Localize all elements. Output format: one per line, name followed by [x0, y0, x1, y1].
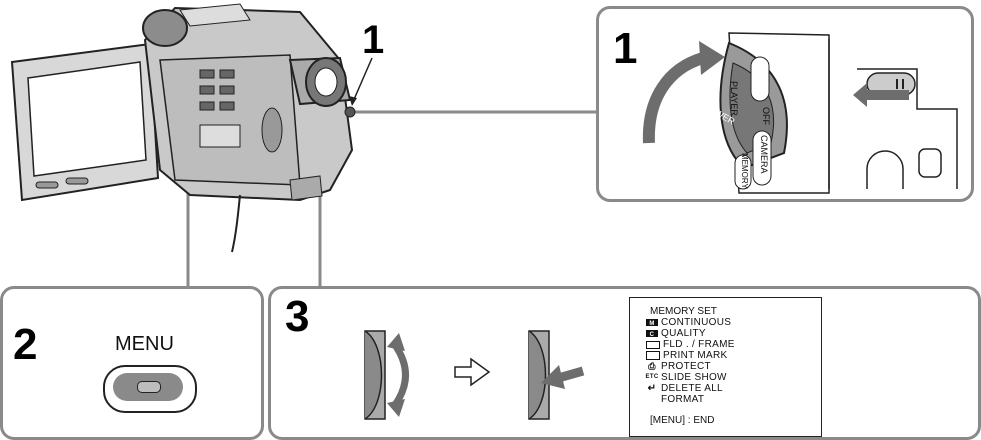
step-1-camera-label: 1	[362, 18, 385, 62]
power-switch-illustration	[642, 32, 830, 194]
menu-item[interactable]: ETC SLIDE SHOW	[645, 372, 727, 383]
menu-button-key	[137, 381, 161, 393]
control-dial-press-illustration	[528, 330, 585, 420]
menu-button-label: MENU	[115, 333, 174, 355]
off-label: OFF	[761, 107, 771, 125]
menu-item[interactable]: FORMAT	[661, 394, 705, 405]
next-arrow-icon	[454, 357, 491, 387]
step-3-number: 3	[285, 292, 310, 341]
step-2-number: 2	[13, 320, 38, 369]
memory-label: MEMORY	[740, 153, 749, 189]
etc-icon: ETC	[645, 374, 659, 380]
return-icon: ↵	[647, 383, 657, 394]
menu-item[interactable]: C QUALITY	[646, 328, 821, 339]
step-2-panel: 2 MENU	[0, 286, 264, 440]
step-1-panel: 1 PLAYER OFF POWER CAMERA MEMORY	[596, 6, 974, 202]
menu-title: MEMORY SET	[650, 306, 717, 317]
memory-set-menu-screen: MEMORY SET M CONTINUOUS C QUALITY FLD . …	[629, 297, 822, 437]
print-mark-icon	[646, 351, 660, 360]
menu-item[interactable]: ↵ DELETE ALL	[647, 383, 723, 394]
camcorder-illustration	[10, 3, 373, 253]
quality-icon: C	[646, 330, 658, 338]
protect-icon: ⎙	[648, 361, 656, 371]
memory-set-icon: M	[646, 319, 658, 327]
menu-item[interactable]: ⎙ PROTECT	[646, 361, 821, 372]
player-label: PLAYER	[729, 81, 739, 116]
menu-item[interactable]: M CONTINUOUS	[646, 317, 821, 328]
lock-slider-illustration	[828, 39, 958, 189]
menu-item[interactable]: FLD . / FRAME	[646, 339, 821, 350]
menu-footer: [MENU] : END	[650, 415, 715, 426]
camera-label: CAMERA	[759, 135, 769, 174]
frame-icon	[646, 340, 660, 349]
control-dial-rotate-illustration	[364, 330, 409, 420]
step-3-panel: 3 MEMORY SET M CONTINUOUS C QUALITY FLD …	[268, 286, 981, 440]
step-1-number: 1	[613, 24, 638, 73]
menu-item[interactable]: PRINT MARK	[646, 350, 821, 361]
menu-button[interactable]	[103, 365, 197, 413]
